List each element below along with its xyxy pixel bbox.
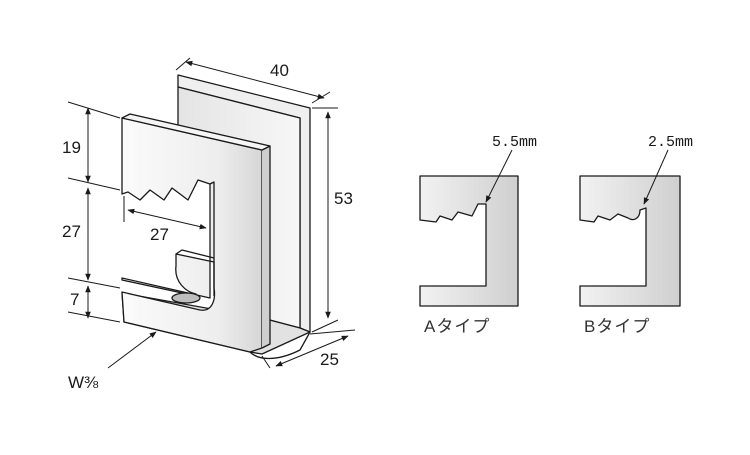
dimension-lines [67, 57, 356, 369]
dim-left-upper: 19 [62, 138, 81, 157]
front-plate [121, 117, 263, 353]
bracket-3d-drawing [121, 74, 311, 360]
dim-slot-width: 27 [150, 225, 169, 244]
type-a-callout-leader [485, 149, 513, 203]
type-a-profile [419, 175, 519, 307]
type-a-label: Aタイプ [424, 317, 490, 336]
dim-depth-bottom: 25 [320, 350, 339, 369]
type-b-callout: 2.5mm [648, 134, 693, 151]
type-b-callout-leader [643, 149, 669, 205]
type-b-label: Bタイプ [584, 317, 650, 336]
dim-left-lower: 7 [70, 290, 79, 309]
dim-left-middle: 27 [62, 222, 81, 241]
screw-label: W⅜ [68, 373, 99, 392]
dim-width-top: 40 [270, 61, 289, 80]
type-a-callout: 5.5mm [492, 134, 537, 151]
dim-height-right: 53 [334, 189, 353, 208]
type-b-profile [579, 175, 681, 307]
